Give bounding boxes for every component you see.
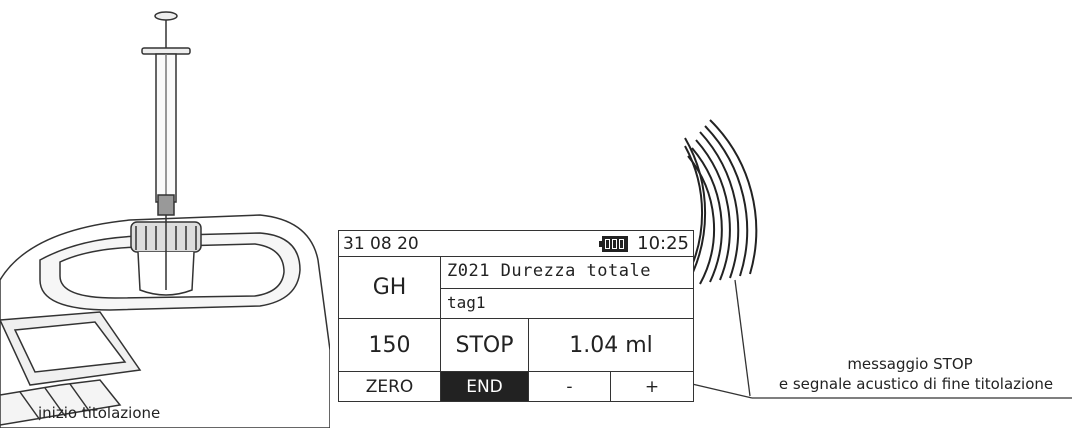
battery-full-icon [599, 236, 628, 252]
result-value: 150 [339, 319, 441, 371]
sound-waves-icon [684, 119, 758, 289]
display-result-row: 150 STOP 1.04 ml [339, 319, 693, 372]
display-time: 10:25 [637, 233, 689, 254]
sample-tag: tag1 [447, 293, 486, 312]
plus-softkey[interactable]: + [644, 376, 660, 397]
end-softkey[interactable]: END [441, 372, 529, 401]
display-method-row: GH Z021 Durezza totale tag1 [339, 257, 693, 319]
method-title: Z021 Durezza totale [447, 261, 651, 281]
method-divider [441, 288, 693, 289]
titrant-volume: 1.04 ml [569, 332, 653, 358]
stop-message-caption: messaggio STOP [847, 355, 973, 373]
method-box: Z021 Durezza totale tag1 [441, 257, 693, 318]
minus-softkey[interactable]: - [529, 372, 611, 401]
parameter-label: GH [339, 257, 441, 318]
titration-status: STOP [441, 319, 529, 371]
display-status-row: 31 08 20 10:25 [339, 231, 693, 257]
acoustic-signal-caption: e segnale acustico di fine titolazione [778, 375, 1054, 393]
start-titration-caption: inizio titolazione [38, 404, 161, 422]
device-syringe-illustration [0, 11, 330, 428]
softkey-row: ZERO END - + [339, 372, 693, 401]
display-date: 31 08 20 [343, 233, 419, 254]
instrument-display: 31 08 20 10:25 GH Z021 Durezza totale ta… [338, 230, 694, 402]
zero-softkey[interactable]: ZERO [339, 372, 441, 401]
